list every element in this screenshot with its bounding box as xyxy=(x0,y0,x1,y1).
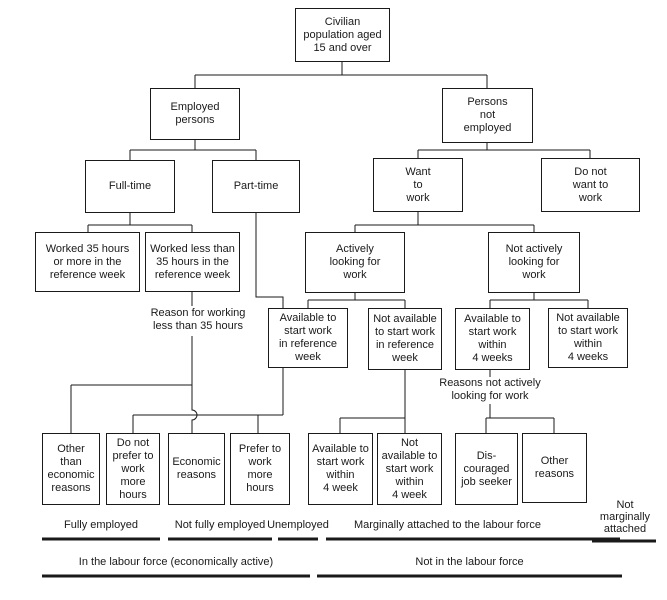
category-not-fully-employed: Not fully employed xyxy=(174,519,266,531)
box-do-not-want-to-work: Do not want to work xyxy=(541,158,640,212)
box-not-actively-looking: Not actively looking for work xyxy=(488,232,580,293)
summary-not-in-labour-force: Not in the labour force xyxy=(415,556,524,568)
box-available-reference-week: Available to start work in reference wee… xyxy=(268,308,348,368)
box-prefer-more-hours: Prefer to work more hours xyxy=(230,433,290,505)
tree-connector-path xyxy=(70,62,591,433)
category-fully-employed: Fully employed xyxy=(64,519,138,531)
box-available-within-4-week: Available to start work within 4 week xyxy=(308,433,373,505)
box-available-within-4-weeks: Available to start work within 4 weeks xyxy=(455,308,530,370)
box-worked-35-or-more: Worked 35 hours or more in the reference… xyxy=(35,232,140,292)
annotation-reason-working-less: Reason for working less than 35 hours xyxy=(150,307,246,332)
box-other-than-economic-reasons: Other than economic reasons xyxy=(42,433,100,505)
category-unemployed: Unemployed xyxy=(267,519,329,531)
box-part-time: Part-time xyxy=(212,160,300,213)
box-not-available-reference-week: Not available to start work in reference… xyxy=(368,308,442,370)
category-underlines xyxy=(42,537,656,578)
box-other-reasons: Other reasons xyxy=(522,433,587,503)
box-discouraged-job-seeker: Dis- couraged job seeker xyxy=(455,433,518,505)
category-marginally-attached: Marginally attached to the labour force xyxy=(353,519,542,531)
box-do-not-prefer-more-hours: Do not prefer to work more hours xyxy=(106,433,160,505)
box-full-time: Full-time xyxy=(85,160,175,213)
box-not-available-within-4-week: Not available to start work within 4 wee… xyxy=(377,433,442,505)
box-worked-less-35: Worked less than 35 hours in the referen… xyxy=(145,232,240,292)
category-not-marginally-attached: Not marginally attached xyxy=(599,499,651,535)
summary-in-labour-force: In the labour force (economically active… xyxy=(78,556,274,568)
box-employed-persons: Employed persons xyxy=(150,88,240,140)
box-want-to-work: Want to work xyxy=(373,158,463,212)
box-persons-not-employed: Persons not employed xyxy=(442,88,533,143)
box-economic-reasons: Economic reasons xyxy=(168,433,225,505)
box-not-available-within-4-weeks: Not available to start work within 4 wee… xyxy=(548,308,628,368)
box-actively-looking: Actively looking for work xyxy=(305,232,405,293)
annotation-reasons-not-actively: Reasons not actively looking for work xyxy=(439,377,541,402)
box-civilian-population: Civilian population aged 15 and over xyxy=(295,8,390,62)
